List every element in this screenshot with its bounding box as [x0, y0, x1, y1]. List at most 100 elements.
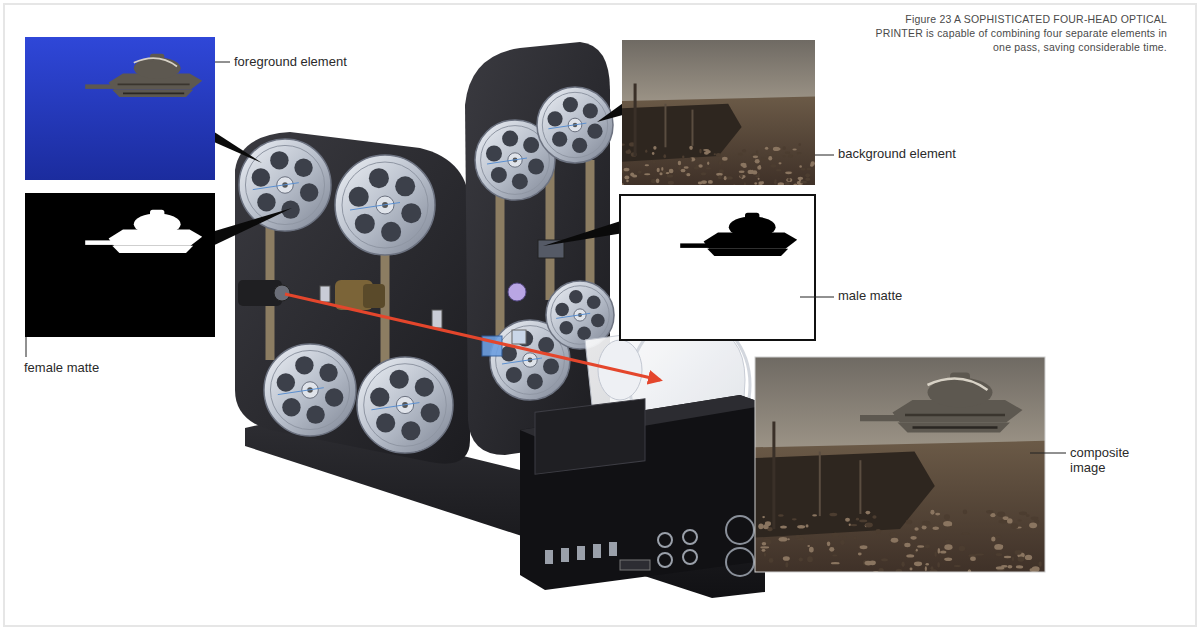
- illustration-part: [954, 565, 961, 567]
- illustration-part: [782, 155, 785, 157]
- illustration-part: [661, 167, 663, 171]
- illustration-part: [123, 93, 184, 95]
- illustration-part: [922, 525, 927, 529]
- illustration-part: [930, 510, 934, 515]
- illustration-part: [959, 546, 966, 551]
- illustration-part: [914, 527, 918, 530]
- illustration-part: [593, 544, 601, 558]
- illustration-part: [689, 158, 692, 162]
- illustration-part: [555, 303, 569, 317]
- illustration-part: [851, 524, 858, 526]
- illustration-part: [891, 538, 899, 543]
- illustration-part: [914, 562, 922, 567]
- illustration-part: [760, 546, 769, 548]
- illustration-part: [793, 183, 797, 185]
- illustration-part: [118, 84, 190, 86]
- illustration-part: [755, 175, 760, 177]
- illustration-part: [762, 542, 767, 546]
- illustration-part: [264, 344, 356, 436]
- illustration-part: [669, 169, 674, 173]
- illustration-part: [667, 175, 673, 178]
- illustration-part: [657, 168, 660, 172]
- illustration-part: [335, 155, 435, 255]
- illustration-part: [703, 149, 709, 151]
- illustration-part: [755, 357, 1045, 572]
- illustration-part: [1004, 556, 1011, 558]
- illustration-part: [684, 166, 689, 169]
- illustration-part: [664, 104, 666, 148]
- illustration-part: [689, 146, 693, 150]
- illustration-part: [970, 556, 976, 561]
- illustration-part: [751, 170, 754, 174]
- illustration-part: [806, 524, 809, 527]
- illustration-part: [622, 104, 742, 162]
- illustration-part: [1017, 519, 1021, 521]
- illustration-part: [683, 530, 697, 544]
- illustration-part: [872, 515, 876, 518]
- illustration-part: [761, 157, 766, 160]
- illustration-part: [496, 190, 505, 345]
- illustration-part: [950, 524, 952, 526]
- illustration-part: [270, 151, 288, 169]
- illustration-part: [792, 149, 796, 151]
- figure-caption: Figure 23 A SOPHISTICATED FOUR-HEAD OPTI…: [862, 12, 1167, 54]
- illustration-part: [658, 533, 672, 547]
- illustration-part: [704, 151, 709, 155]
- illustration-part: [738, 153, 743, 156]
- illustration-part: [699, 149, 701, 154]
- illustration-part: [370, 388, 389, 407]
- illustration-part: [487, 158, 527, 164]
- illustration-part: [707, 161, 709, 164]
- illustration-part: [651, 179, 656, 183]
- illustration-part: [996, 566, 1005, 569]
- illustration-part: [765, 147, 768, 150]
- illustration-part: [245, 145, 324, 224]
- illustration-part: [815, 155, 834, 156]
- illustration-part: [364, 364, 447, 447]
- illustration-part: [748, 170, 754, 174]
- illustration-part: [742, 149, 746, 153]
- illustration-part: [620, 195, 815, 340]
- illustration-part: [758, 523, 763, 529]
- illustration-part: [320, 286, 330, 302]
- callout-label: composite image: [1070, 445, 1142, 475]
- callout-label: background element: [838, 146, 1018, 161]
- illustration-part: [26, 337, 27, 357]
- illustration-part: [901, 562, 904, 568]
- illustration-part: [645, 150, 647, 153]
- illustration-part: [686, 173, 690, 176]
- illustration-part: [800, 181, 807, 184]
- illustration-part: [840, 540, 844, 545]
- illustration-part: [860, 545, 868, 549]
- illustration-part: [371, 403, 419, 410]
- illustration-part: [782, 146, 785, 150]
- illustration-part: [962, 533, 970, 535]
- illustration-part: [906, 520, 912, 524]
- illustration-part: [935, 551, 937, 557]
- illustration-part: [587, 295, 601, 309]
- illustration-part: [551, 286, 609, 344]
- illustration-part: [390, 370, 409, 389]
- illustration-part: [381, 222, 401, 242]
- illustration-part: [278, 388, 324, 395]
- illustration-part: [622, 97, 815, 185]
- illustration-part: [849, 524, 851, 527]
- illustration-part: [774, 147, 780, 150]
- illustration-part: [724, 176, 727, 180]
- illustration-part: [622, 144, 625, 146]
- illustration-part: [634, 84, 637, 157]
- illustration-part: [945, 540, 951, 543]
- illustration-part: [421, 403, 440, 422]
- illustration-part: [910, 536, 916, 540]
- illustration-part: [799, 557, 803, 561]
- illustration-part: [681, 169, 686, 173]
- illustration-part: [809, 547, 814, 553]
- illustration-part: [898, 423, 1011, 433]
- illustration-part: [668, 181, 674, 185]
- illustration-part: [764, 553, 766, 557]
- illustration-part: [986, 510, 993, 514]
- illustration-part: [832, 533, 840, 537]
- illustration-part: [943, 521, 952, 526]
- illustration-part: [797, 525, 805, 529]
- illustration-part: [491, 167, 507, 183]
